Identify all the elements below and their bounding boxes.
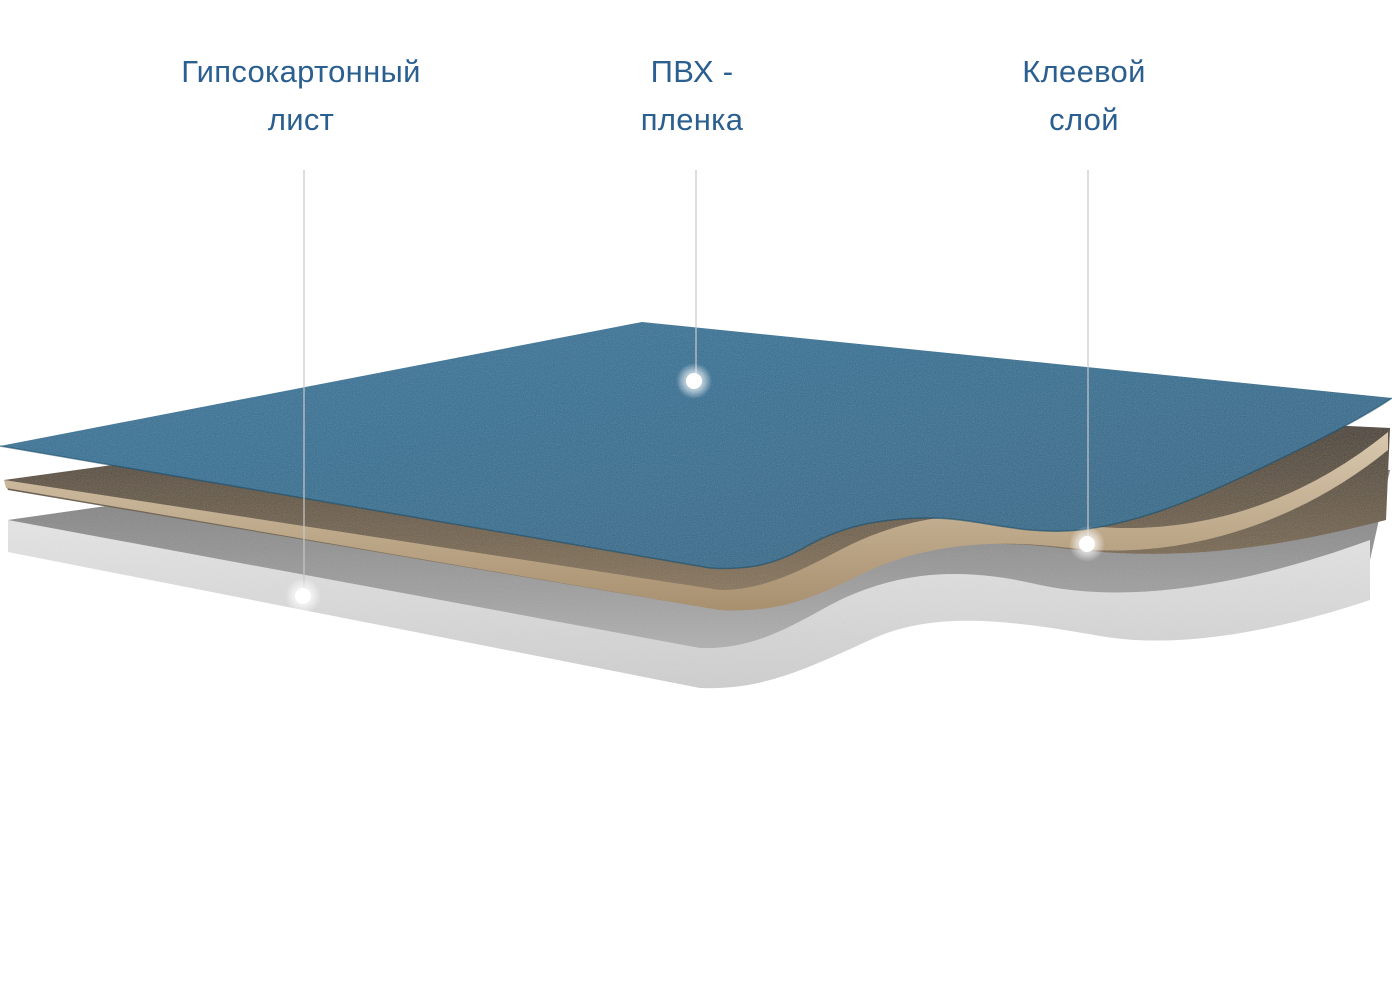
gypsum-board-edge <box>8 520 1370 689</box>
label-glue-line1: Клеевой <box>1022 54 1146 89</box>
marker-dot-pvc <box>676 363 712 399</box>
label-pvc-line2: пленка <box>640 102 744 137</box>
marker-dot-glue <box>1069 526 1105 562</box>
marker-dot-gypsum <box>285 578 321 614</box>
label-glue-layer: Клеевой слой <box>904 48 1264 144</box>
pvc-film-layer <box>0 322 1392 570</box>
pvc-film-edge-highlight <box>0 397 1392 570</box>
label-pvc-line1: ПВХ - <box>650 54 734 89</box>
label-gypsum-line2: лист <box>267 102 335 137</box>
label-glue-line2: слой <box>1049 102 1119 137</box>
label-gypsum-line1: Гипсокартонный <box>181 54 421 89</box>
pvc-film-top <box>0 322 1392 569</box>
label-gypsum-board: Гипсокартонный лист <box>121 48 481 144</box>
label-pvc-film: ПВХ - пленка <box>512 48 872 144</box>
